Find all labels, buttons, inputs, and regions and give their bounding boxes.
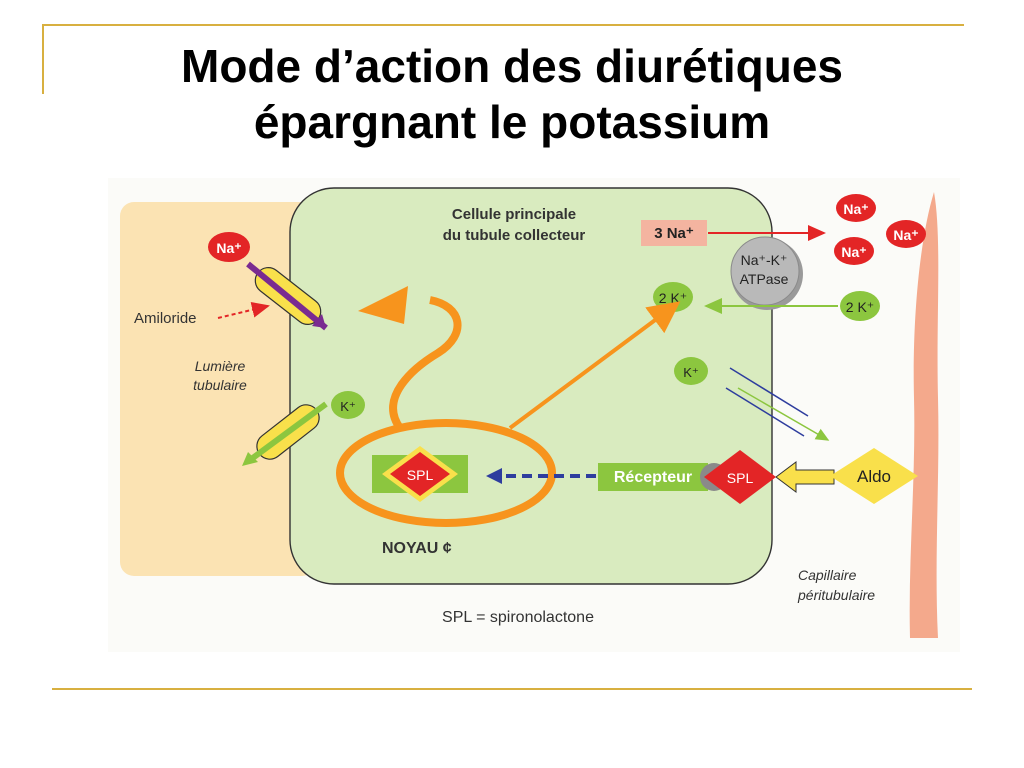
na-ion-lumen: Na⁺ xyxy=(208,232,250,262)
k-ion-lumen: K⁺ xyxy=(331,391,365,419)
k-ion-label: K⁺ xyxy=(340,399,356,414)
feedback-arrowhead xyxy=(358,286,408,324)
k2-ion-label: 2 K⁺ xyxy=(659,290,687,306)
sodium-box xyxy=(641,220,707,246)
lumen-label-line1: Lumière xyxy=(195,358,246,374)
capillary-label-line1: Capillaire xyxy=(798,567,857,583)
potassium-exit-arrowhead xyxy=(242,452,258,466)
nucleus-label: NOYAU ¢ xyxy=(382,540,452,557)
left-rule xyxy=(42,24,44,94)
receptor-label: Récepteur xyxy=(614,469,692,486)
na-ion-label: Na⁺ xyxy=(216,240,241,256)
title-line-2: épargnant le potassium xyxy=(253,96,771,148)
k-ion-label: K⁺ xyxy=(683,365,699,380)
cell-label-line1: Cellule principale xyxy=(452,206,576,223)
nucleus-spl-label: SPL xyxy=(407,467,434,483)
na-ion-capillary-3: Na⁺ xyxy=(886,220,926,248)
legend: SPL = spironolactone xyxy=(442,609,594,626)
top-rule xyxy=(42,24,964,26)
sodium-entry-arrow xyxy=(246,261,328,331)
pump-stimulation-arrow xyxy=(508,301,681,430)
nucleus-loop xyxy=(336,419,556,527)
potassium-exit-arrow xyxy=(248,401,328,463)
k2-ion-label: 2 K⁺ xyxy=(846,299,874,315)
receptor-box xyxy=(598,463,708,491)
diffusion-line-blue-1 xyxy=(729,367,809,417)
diffusion-line-blue-2 xyxy=(725,387,805,437)
title-line-1: Mode d’action des diurétiques xyxy=(181,40,843,92)
cell-label-line2: du tubule collecteur xyxy=(443,227,586,244)
pump-label-line1: Na⁺-K⁺ xyxy=(741,252,788,268)
na-ion-capillary-1: Na⁺ xyxy=(836,194,876,222)
receptor-to-nucleus-arrowhead xyxy=(486,468,502,484)
diuretic-mechanism-diagram: Cellule principale du tubule collecteur … xyxy=(108,178,960,652)
diffusion-line-green xyxy=(737,387,830,441)
receptor-spl-diamond xyxy=(704,450,776,504)
amiloride-label: Amiloride xyxy=(134,310,197,327)
nucleus-spl-inner xyxy=(390,452,450,496)
bottom-rule xyxy=(52,688,972,690)
sodium-entry-arrowhead xyxy=(312,314,326,328)
k-ion-capillary: 2 K⁺ xyxy=(840,291,880,321)
k-ion-right: K⁺ xyxy=(674,357,708,385)
aldosterone-arrow xyxy=(775,461,835,493)
lumen-label-line2: tubulaire xyxy=(193,377,247,393)
na-ion-label: Na⁺ xyxy=(841,244,866,260)
nucleus-feedback-arrow xyxy=(389,296,462,431)
principal-cell xyxy=(289,187,773,585)
aldosterone-diamond xyxy=(830,448,918,504)
receptor-spl-label: SPL xyxy=(727,470,754,486)
aldosterone-label: Aldo xyxy=(857,467,891,486)
amiloride-block-arrow xyxy=(217,301,270,319)
slide-title: Mode d’action des diurétiques épargnant … xyxy=(0,38,1024,150)
na-ion-capillary-2: Na⁺ xyxy=(834,237,874,265)
sodium-box-label: 3 Na⁺ xyxy=(654,225,694,242)
na-ion-label: Na⁺ xyxy=(843,201,868,217)
capillary-wall xyxy=(909,192,939,638)
pump-label-line2: ATPase xyxy=(740,271,789,287)
na-ion-label: Na⁺ xyxy=(893,227,918,243)
capillary-label-line2: péritubulaire xyxy=(797,587,875,603)
